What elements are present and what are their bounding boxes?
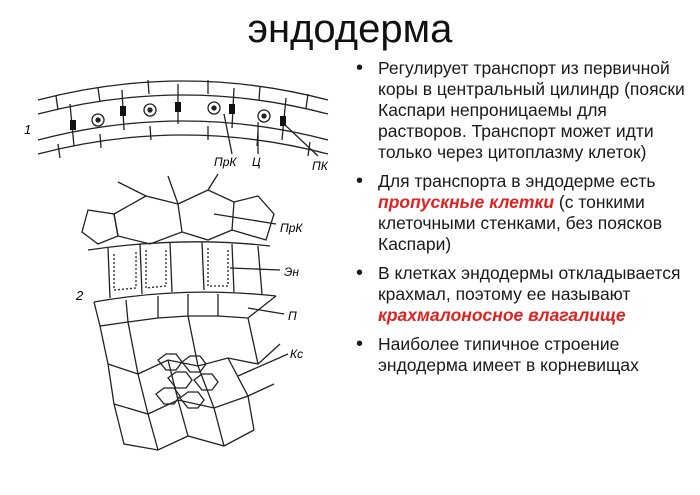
bullet-highlight: крахмалоносное влагалище bbox=[378, 305, 626, 325]
bullet-dot-icon: • bbox=[356, 262, 364, 284]
page-title: эндодерма bbox=[247, 7, 453, 51]
bullet-highlight: пропускные клетки bbox=[378, 192, 555, 212]
label-ks: Кс bbox=[290, 347, 303, 361]
figure-part-label-2: 2 bbox=[75, 288, 84, 303]
bullet-text: Наиболее типичное строение эндодерма име… bbox=[378, 334, 639, 375]
label-c-top: Ц bbox=[252, 155, 261, 169]
endoderm-figure: 1 ПрК Ц ПК 2 ПрК Эн П bbox=[24, 79, 329, 451]
bullet-text-before: Для транспорта в эндодерме есть bbox=[378, 171, 656, 191]
bullet-item: • Регулирует транспорт из первичной коры… bbox=[352, 58, 692, 163]
figure-1-endoderm-strip bbox=[37, 79, 329, 159]
bullet-text-after: (с тонкими клеточными стенками, без пояс… bbox=[378, 192, 663, 254]
label-prk-top: ПрК bbox=[214, 155, 237, 169]
label-pk-top: ПК bbox=[312, 159, 329, 173]
figure-2-root-section bbox=[81, 173, 289, 451]
bullet-dot-icon: • bbox=[356, 57, 364, 79]
bullet-item: • В клетках эндодермы откладывается крах… bbox=[352, 263, 692, 326]
bullet-item: • Наиболее типичное строение эндодерма и… bbox=[352, 334, 692, 376]
label-p: П bbox=[288, 309, 297, 323]
bullet-list: • Регулирует транспорт из первичной коры… bbox=[352, 58, 692, 384]
bullet-dot-icon: • bbox=[356, 170, 364, 192]
bullet-item: • Для транспорта в эндодерме есть пропус… bbox=[352, 171, 692, 255]
figure-part-label-1: 1 bbox=[24, 122, 31, 137]
bullet-text: Регулирует транспорт из первичной коры в… bbox=[378, 58, 685, 162]
bullet-dot-icon: • bbox=[356, 333, 364, 355]
label-en: Эн bbox=[284, 265, 299, 279]
label-prk-bottom: ПрК bbox=[280, 221, 303, 235]
bullet-text-before: В клетках эндодермы откладывается крахма… bbox=[378, 263, 681, 304]
